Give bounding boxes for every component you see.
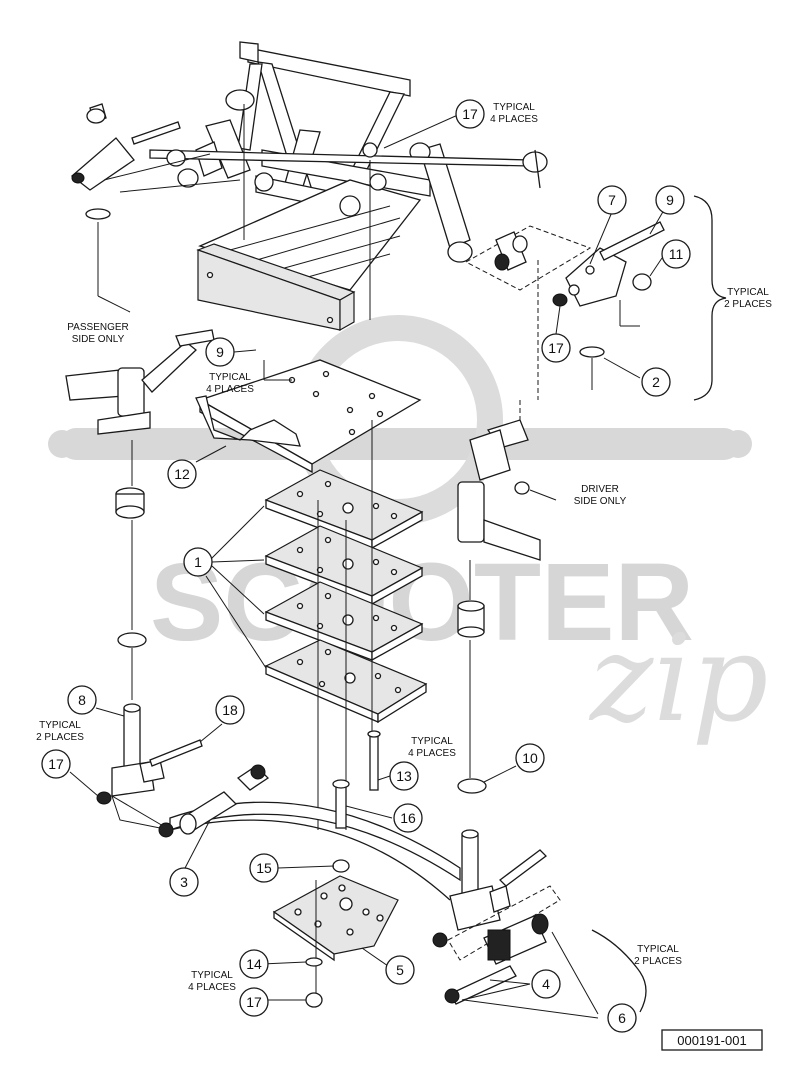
right-bracket-assembly (464, 221, 665, 390)
callouts: 17 7 9 11 17 2 9 12 1 8 18 17 13 10 16 3… (41, 99, 691, 1033)
drawing-id: 000191-001 (677, 1033, 746, 1048)
note-typ4-13-l1: TYPICAL (411, 736, 453, 747)
svg-text:10: 10 (522, 750, 538, 766)
callout-17-right: 17 (541, 333, 571, 363)
svg-text:18: 18 (222, 702, 238, 718)
bolt-13 (369, 733, 379, 791)
callout-2: 2 (641, 367, 671, 397)
note-typ4-top-l2: 4 PLACES (490, 114, 538, 125)
brace-bottom (591, 929, 647, 1013)
nut-15 (332, 859, 350, 873)
bolt-16 (335, 783, 347, 829)
note-typ4-bottom-l1: TYPICAL (191, 970, 233, 981)
callout-17-bottom: 17 (239, 987, 269, 1017)
svg-text:15: 15 (256, 860, 272, 876)
callout-14: 14 (239, 949, 269, 979)
callout-16: 16 (393, 803, 423, 833)
svg-text:9: 9 (666, 192, 674, 208)
callout-9-left: 9 (205, 337, 235, 367)
kingpin-right (432, 829, 561, 1005)
svg-text:13: 13 (396, 768, 412, 784)
svg-text:17: 17 (246, 994, 262, 1010)
watermark-bar (60, 428, 740, 460)
svg-text:2: 2 (652, 374, 660, 390)
callout-1: 1 (183, 547, 213, 577)
svg-text:12: 12 (174, 466, 190, 482)
hardware-center (305, 730, 381, 1008)
note-typ4-13-l2: 4 PLACES (408, 748, 456, 759)
svg-text:17: 17 (548, 340, 564, 356)
washer-14 (305, 957, 323, 967)
note-typ4-mid-l2: 4 PLACES (206, 384, 254, 395)
svg-text:6: 6 (618, 1010, 626, 1026)
note-typ2-right-l1: TYPICAL (727, 287, 769, 298)
svg-text:3: 3 (180, 874, 188, 890)
upper-frame-assembly (149, 41, 548, 332)
svg-text:17: 17 (462, 106, 478, 122)
svg-text:17: 17 (48, 756, 64, 772)
kingpin-left-8 (96, 703, 203, 831)
svg-text:8: 8 (78, 692, 86, 708)
watermark-bar-end-left (48, 430, 76, 458)
note-driver-l1: DRIVER (581, 484, 619, 495)
callout-9-right: 9 (655, 185, 685, 215)
note-driver-l2: SIDE ONLY (574, 496, 627, 507)
upper-left-pivot (70, 103, 241, 313)
svg-text:9: 9 (216, 344, 224, 360)
svg-text:14: 14 (246, 956, 262, 972)
nut-17-bottom (305, 992, 323, 1008)
svg-text:16: 16 (400, 810, 416, 826)
notes: TYPICAL 4 PLACES TYPICAL 2 PLACES PASSEN… (36, 102, 772, 993)
watermark-brand-text: SCOOTER (150, 541, 694, 664)
callout-12: 12 (167, 459, 197, 489)
callout-15: 15 (249, 853, 279, 883)
leader-lines (69, 113, 665, 1019)
note-passenger-l1: PASSENGER (67, 322, 129, 333)
note-typ4-bottom-l2: 4 PLACES (188, 982, 236, 993)
callout-17-top: 17 (455, 99, 485, 129)
svg-text:7: 7 (608, 192, 616, 208)
note-passenger-l2: SIDE ONLY (72, 334, 125, 345)
leaf-spring-3 (158, 764, 461, 901)
watermark-bar-end-right (724, 430, 752, 458)
callout-17-left: 17 (41, 749, 71, 779)
svg-text:4: 4 (542, 976, 550, 992)
spacer-plates-1 (264, 420, 428, 830)
note-typ2-bottom-l1: TYPICAL (637, 944, 679, 955)
callout-3: 3 (169, 867, 199, 897)
passenger-spindle (65, 329, 215, 700)
mount-plate-5 (272, 875, 399, 962)
skid-plate-12 (195, 359, 422, 474)
note-typ2-left-l1: TYPICAL (39, 720, 81, 731)
callout-4: 4 (531, 969, 561, 999)
note-typ2-bottom-l2: 2 PLACES (634, 956, 682, 967)
svg-text:11: 11 (669, 246, 684, 262)
callout-18: 18 (215, 695, 245, 725)
note-typ2-right-l2: 2 PLACES (724, 299, 772, 310)
watermark-logo-text: zip (588, 610, 768, 749)
note-typ4-top-l1: TYPICAL (493, 102, 535, 113)
svg-text:1: 1 (194, 554, 202, 570)
note-typ4-mid-l1: TYPICAL (209, 372, 251, 383)
brace-right (693, 195, 727, 401)
callout-10: 10 (515, 743, 545, 773)
svg-text:5: 5 (396, 962, 404, 978)
driver-spindle (457, 260, 557, 794)
nut-17-upper (362, 142, 378, 158)
note-typ2-left-l2: 2 PLACES (36, 732, 84, 743)
callout-6: 6 (607, 1003, 637, 1033)
callout-7: 7 (597, 185, 627, 215)
callout-8: 8 (67, 685, 97, 715)
callout-5: 5 (385, 955, 415, 985)
callout-11: 11 (661, 239, 691, 269)
callout-13: 13 (389, 761, 419, 791)
drawing-id-box: 000191-001 (661, 1029, 763, 1051)
